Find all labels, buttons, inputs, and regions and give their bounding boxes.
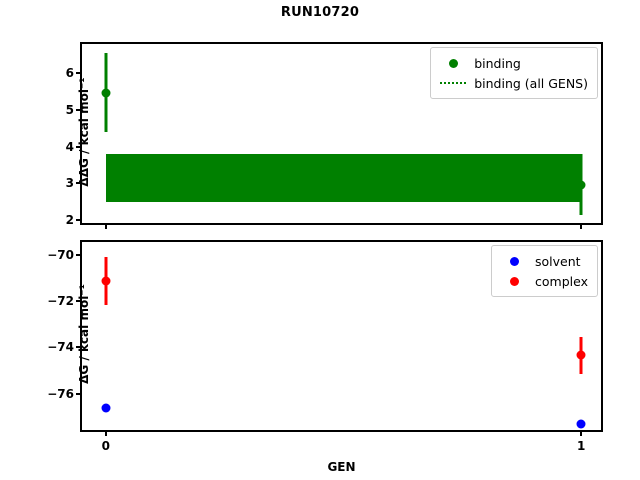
data-point-marker[interactable] [576,419,586,429]
top-panel-plot-area [82,44,601,223]
x-axis-label: GEN [327,460,356,474]
legend-marker-dot-icon [448,58,458,68]
y-tick-mark [76,108,82,111]
y-tick-label: 2 [65,213,74,228]
legend-marker-dot-icon [509,256,519,266]
legend-key-marker [438,58,468,68]
y-tick-mark [76,346,82,349]
y-tick-mark [76,219,82,222]
legend-key-dotted-line [438,82,468,84]
legend-label: binding [474,55,521,71]
y-tick-mark [76,299,82,302]
y-tick-label: −74 [47,340,74,355]
legend-label: complex [535,273,588,289]
legend-key-marker [499,276,529,286]
x-tick-label: 1 [577,439,586,453]
y-tick-label: −72 [47,293,74,308]
binding-all-gens-band [105,153,582,203]
x-tick-mark [580,430,583,436]
y-tick-label: 5 [65,102,74,117]
legend-label: binding (all GENS) [474,75,588,91]
y-tick-mark [76,253,82,256]
y-tick-mark [76,182,82,185]
data-point-marker[interactable] [576,350,586,360]
x-tick-label: 0 [101,439,110,453]
data-point-marker[interactable] [101,403,111,413]
top-panel-legend[interactable]: binding binding (all GENS) [430,47,598,99]
y-tick-mark [76,145,82,148]
x-tick-mark [104,223,107,229]
legend-key-marker [499,256,529,266]
data-point-marker[interactable] [101,88,111,98]
legend-entry[interactable]: binding [438,53,588,73]
y-tick-label: −76 [47,386,74,401]
data-point-marker[interactable] [101,276,111,286]
bottom-panel-plot-area [82,242,601,430]
figure-title: RUN10720 [280,5,360,20]
y-tick-mark [76,392,82,395]
legend-entry[interactable]: complex [499,271,588,291]
bottom-panel-legend[interactable]: solvent complex [491,245,598,297]
y-tick-label: −70 [47,247,74,262]
legend-label: solvent [535,253,581,269]
legend-entry[interactable]: binding (all GENS) [438,73,588,93]
y-tick-mark [76,71,82,74]
y-tick-label: 4 [65,139,74,154]
y-tick-label: 6 [65,65,74,80]
x-tick-mark [580,223,583,229]
data-point-marker[interactable] [576,180,586,190]
legend-dotted-line-icon [440,82,467,84]
legend-entry[interactable]: solvent [499,251,588,271]
legend-marker-dot-icon [509,276,519,286]
x-tick-mark [104,430,107,436]
y-tick-label: 3 [65,176,74,191]
